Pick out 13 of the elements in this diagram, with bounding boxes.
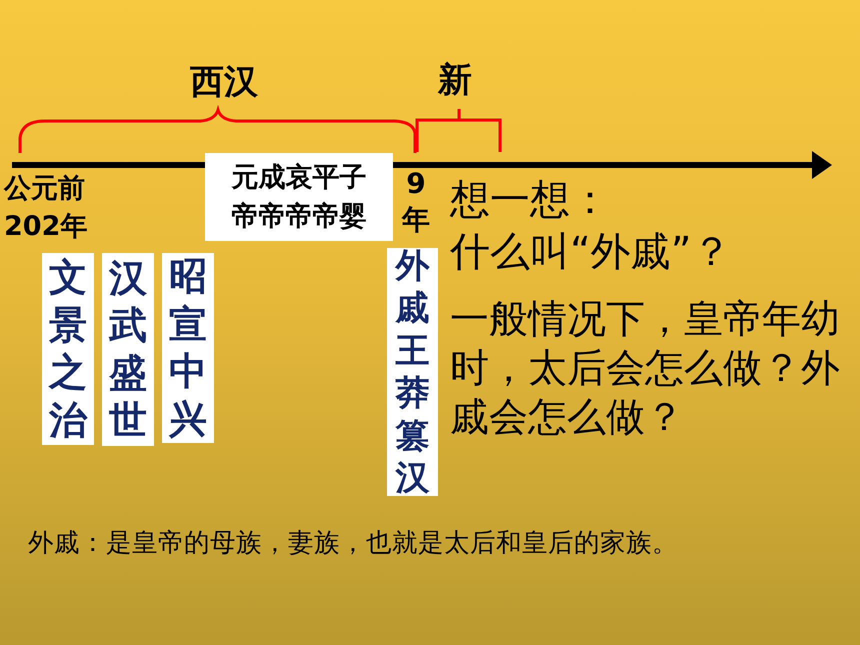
event-label-box: 外戚王莽篡汉 <box>387 248 438 496</box>
era-label-box: 汉武盛世 <box>102 253 154 446</box>
dynasty-label: 西汉 <box>190 62 259 103</box>
date-label: 9年 <box>402 166 430 238</box>
question-text: 什么叫“外戚”？ <box>450 228 732 276</box>
date-label: 公元前202年 <box>4 172 88 244</box>
definition-note: 外戚：是皇帝的母族，妻族，也就是太后和皇后的家族。 <box>28 528 679 559</box>
question-heading: 想一想： <box>450 176 611 224</box>
question-text: 一般情况下，皇帝年幼时，太后会怎么做？外戚会怎么做？ <box>450 296 841 442</box>
emperor-names-box: 元成哀平子帝帝帝帝婴 <box>205 153 393 241</box>
era-label-box: 文景之治 <box>42 253 94 445</box>
dynasty-label: 新 <box>438 60 473 101</box>
era-label-box: 昭宣中兴 <box>162 253 214 443</box>
